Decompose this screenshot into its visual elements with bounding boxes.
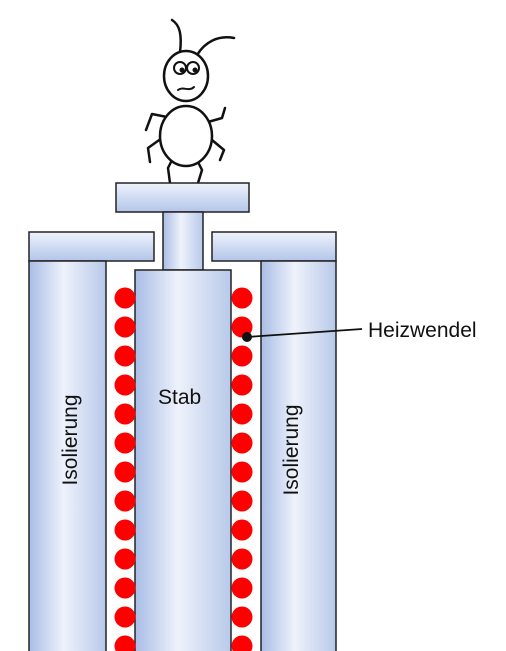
- ant-mouth: [177, 86, 195, 91]
- leader-line: [246, 328, 363, 338]
- rod-label: Stab: [158, 386, 201, 409]
- coil-dot: [231, 490, 253, 512]
- heating-coil-label: Heizwendel: [368, 319, 477, 342]
- coil-dot: [231, 432, 253, 454]
- insulation-wall-left: [28, 260, 107, 651]
- coil-dot: [231, 519, 253, 541]
- coil-dot: [231, 606, 253, 628]
- coil-dot: [114, 606, 136, 628]
- ant-eye: [186, 61, 200, 75]
- insulation-wall-right: [260, 260, 337, 651]
- ant-antenna-left: [170, 18, 182, 54]
- ant-eye: [173, 61, 187, 75]
- coil-dot: [231, 635, 253, 651]
- ant-leg: [146, 136, 164, 164]
- coil-dot: [114, 548, 136, 570]
- coil-dot: [114, 519, 136, 541]
- ant-body: [158, 104, 214, 168]
- rod: [134, 269, 232, 651]
- coil-dot: [114, 316, 136, 338]
- ant-figure: [144, 18, 236, 185]
- coil-dot: [114, 287, 136, 309]
- coil-dot: [114, 577, 136, 599]
- coil-dot: [231, 287, 253, 309]
- coil-dot: [114, 403, 136, 425]
- coil-dot: [231, 374, 253, 396]
- heating-coil: [114, 287, 253, 651]
- leader-dot: [242, 332, 252, 342]
- stem: [162, 211, 204, 271]
- ant-leg: [210, 138, 226, 162]
- lid-left: [28, 231, 155, 262]
- coil-dot: [114, 432, 136, 454]
- coil-dot: [231, 403, 253, 425]
- coil-dot: [231, 577, 253, 599]
- insulation-label-left: Isolierung: [59, 394, 82, 485]
- coil-dot: [114, 635, 136, 651]
- ant-leg: [144, 112, 169, 132]
- lid-right: [211, 231, 337, 262]
- ant-leg: [206, 106, 227, 124]
- ant-antenna-right: [195, 36, 236, 57]
- heater-structure: [28, 182, 337, 651]
- coil-dot: [114, 374, 136, 396]
- coil-dot: [114, 490, 136, 512]
- insulation-label-right: Isolierung: [280, 404, 303, 495]
- coil-dot: [114, 461, 136, 483]
- coil-dot: [231, 461, 253, 483]
- ant-head: [162, 49, 210, 103]
- coil-dot: [231, 345, 253, 367]
- top-cap: [115, 182, 250, 213]
- coil-dot: [114, 345, 136, 367]
- coil-dot: [231, 548, 253, 570]
